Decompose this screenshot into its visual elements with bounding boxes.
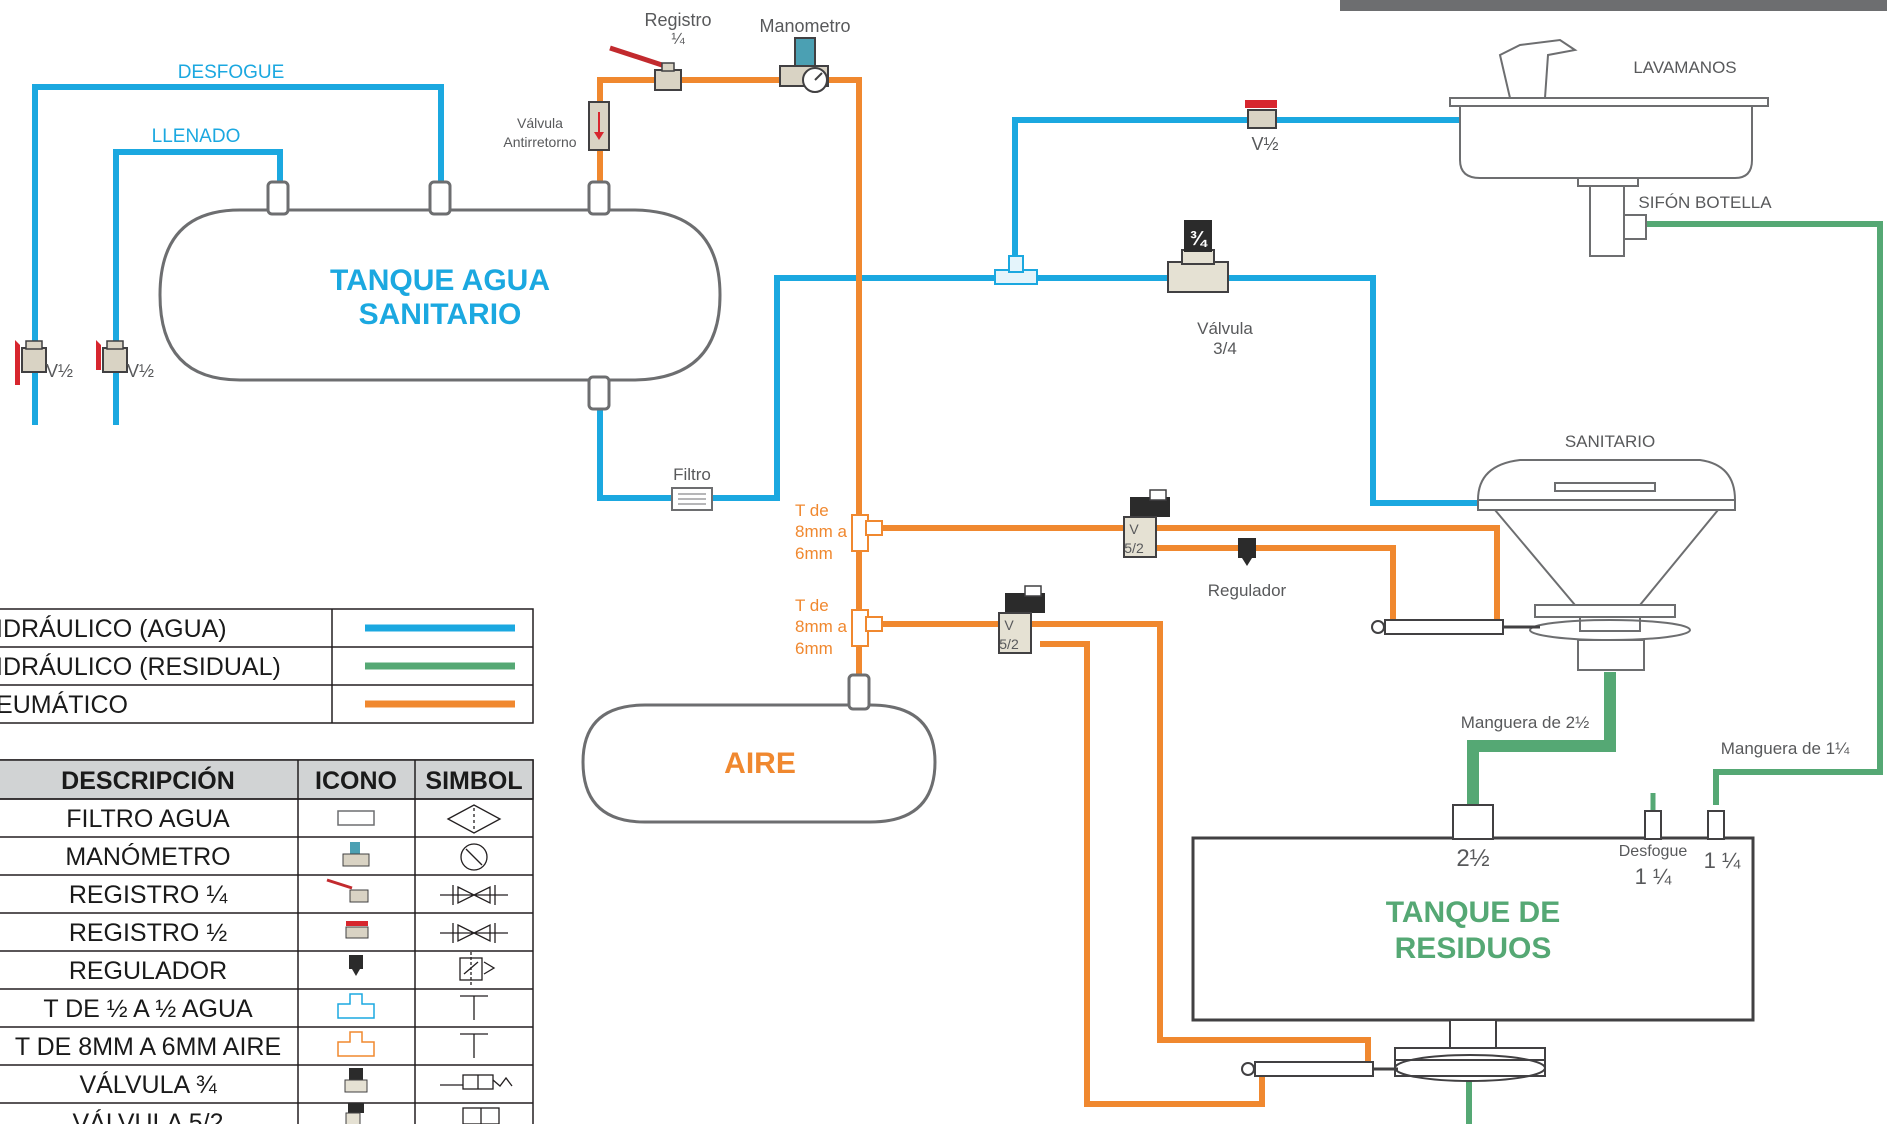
valve-34-icon <box>344 1068 368 1093</box>
air-tee-lower-label-2: 8mm a <box>795 617 848 636</box>
air-tee-lower-label-1: T de <box>795 596 829 615</box>
filter-icon <box>337 810 375 826</box>
waste-tank-desfogue: Desfogue <box>1619 843 1688 860</box>
left-valve-2-label: V½ <box>127 361 154 381</box>
washbasin: LAVAMANOS SIFÓN BOTELLA <box>1449 38 1772 257</box>
air-tee-upper-label-1: T de <box>795 501 829 520</box>
air-tee-upper-label-2: 8mm a <box>795 522 848 541</box>
water-tank-title-1: TANQUE AGUA <box>330 264 550 297</box>
table-row-description: VÁLVULA ¾ <box>79 1070 217 1099</box>
water-lines <box>32 84 1480 506</box>
valve-34-symbol-icon <box>440 1074 513 1090</box>
table-symbols <box>440 804 513 1124</box>
air-tank-title: AIRE <box>724 747 796 780</box>
regulator-label: Regulador <box>1208 581 1287 600</box>
regulator: Regulador <box>1208 538 1287 600</box>
registro-label: Registro <box>644 10 711 30</box>
valve-52-lower-n: 5/2 <box>999 636 1019 652</box>
air-tank: AIRE <box>581 673 937 824</box>
registro-half-symbol-icon <box>440 923 508 943</box>
manometer-symbol-icon <box>460 843 488 871</box>
valve-52-lower: V 5/2 <box>998 585 1045 654</box>
air-tee-upper-label-3: 6mm <box>795 544 833 563</box>
left-valve-1-label: V½ <box>46 361 73 381</box>
table-row-description: MANÓMETRO <box>65 842 230 871</box>
left-valve-2: V½ <box>96 340 154 381</box>
valve-34-symbol: ¾ <box>1190 228 1209 250</box>
water-tee-icon <box>337 993 375 1019</box>
check-valve-label-2: Antirretorno <box>503 134 576 150</box>
valve-52-upper-n: 5/2 <box>1124 540 1144 556</box>
llenado-label: LLENADO <box>152 126 241 147</box>
table-header-icon: ICONO <box>315 767 397 795</box>
valve-52-upper-v: V <box>1129 521 1139 537</box>
waste-tank-desfogue-size: 1 ¼ <box>1635 864 1672 889</box>
table-header-symbol: SIMBOL <box>425 767 522 795</box>
regulator-symbol-icon <box>459 952 496 986</box>
legend: HIDRÁULICO (AGUA) HIDRÁULICO (RESIDUAL) NE… <box>0 608 534 724</box>
table-header-description: DESCRIPCIÓN <box>61 765 235 795</box>
registro-quarter-symbol-icon <box>440 885 508 905</box>
tee-air-symbol-icon <box>460 1033 488 1058</box>
valve-half-top-label: V½ <box>1251 134 1278 154</box>
filter-symbol-icon <box>446 804 502 834</box>
air-tee-upper: T de 8mm a 6mm <box>795 501 883 563</box>
water-tank: TANQUE AGUA SANITARIO <box>158 180 722 411</box>
table-row-description: T DE ½ A ½ AGUA <box>43 995 253 1023</box>
valve-34-label-2: 3/4 <box>1213 339 1237 358</box>
toilet: SANITARIO <box>1371 432 1737 671</box>
table-row-description: REGULADOR <box>69 957 227 985</box>
table-row-description: T DE 8MM A 6MM AIRE <box>15 1033 281 1061</box>
registro-quarter-icon <box>326 878 369 903</box>
tee-water-symbol-icon <box>460 995 488 1020</box>
registro-quarter: Registro ¼ <box>609 10 712 91</box>
hose-2-5-label: Manguera de 2½ <box>1461 713 1590 732</box>
washbasin-label: LAVAMANOS <box>1633 58 1736 77</box>
residual-lines <box>1466 221 1883 1124</box>
registro-size: ¼ <box>671 31 685 48</box>
desfogue-label: DESFOGUE <box>178 62 285 83</box>
table-row-description: FILTRO AGUA <box>66 805 230 833</box>
water-tank-title-2: SANITARIO <box>359 298 522 331</box>
components-table: DESCRIPCIÓN ICONO SIMBOL FILTRO AGUA MANÓ… <box>0 759 534 1124</box>
legend-label: NEUMÁTICO <box>0 690 128 719</box>
hose-1-25-label: Manguera de 1¼ <box>1721 739 1850 758</box>
table-icons <box>326 810 375 1124</box>
header-bar <box>1340 0 1887 11</box>
manometer: Manometro <box>759 16 851 93</box>
waste-tank-port-main: 2½ <box>1456 845 1489 872</box>
valve-52-lower-v: V <box>1004 617 1014 633</box>
valve-52-icon <box>345 1103 364 1124</box>
legend-label: HIDRÁULICO (AGUA) <box>0 614 227 643</box>
valve-half-top: V½ <box>1245 100 1279 154</box>
manometer-label: Manometro <box>759 16 850 36</box>
water-tee <box>994 255 1038 285</box>
left-valve-1: V½ <box>15 340 73 385</box>
table-row-description: REGISTRO ½ <box>69 919 228 947</box>
valve-34-label-1: Válvula <box>1197 319 1253 338</box>
filter: Filtro <box>671 465 713 511</box>
valve-52-symbol-icon <box>462 1107 500 1124</box>
table-row-description: VÁLVULA 5/2 <box>72 1108 223 1124</box>
waste-tank: 2½ Desfogue 1 ¼ 1 ¼ TANQUE DE RESIDUOS <box>1191 804 1755 1082</box>
valve-three-quarter: ¾ Válvula 3/4 <box>1167 220 1253 358</box>
filter-label: Filtro <box>673 465 711 484</box>
waste-tank-title-2: RESIDUOS <box>1395 932 1552 965</box>
siphon-label: SIFÓN BOTELLA <box>1638 193 1772 212</box>
air-tee-lower-label-3: 6mm <box>795 639 833 658</box>
registro-half-icon <box>345 921 369 939</box>
regulator-icon <box>349 955 363 976</box>
manometer-icon <box>342 842 370 867</box>
table-row-description: REGISTRO ¼ <box>69 881 229 909</box>
check-valve-label-1: Válvula <box>517 115 563 131</box>
legend-label: HIDRÁULICO (RESIDUAL) <box>0 652 281 681</box>
waste-tank-port-right: 1 ¼ <box>1704 848 1741 873</box>
air-tee-lower: T de 8mm a 6mm <box>795 596 883 658</box>
air-tee-icon <box>337 1031 375 1057</box>
check-valve: Válvula Antirretorno <box>503 101 610 151</box>
toilet-label: SANITARIO <box>1565 432 1655 451</box>
valve-52-upper: V 5/2 <box>1123 489 1170 558</box>
waste-tank-title-1: TANQUE DE <box>1386 896 1560 929</box>
